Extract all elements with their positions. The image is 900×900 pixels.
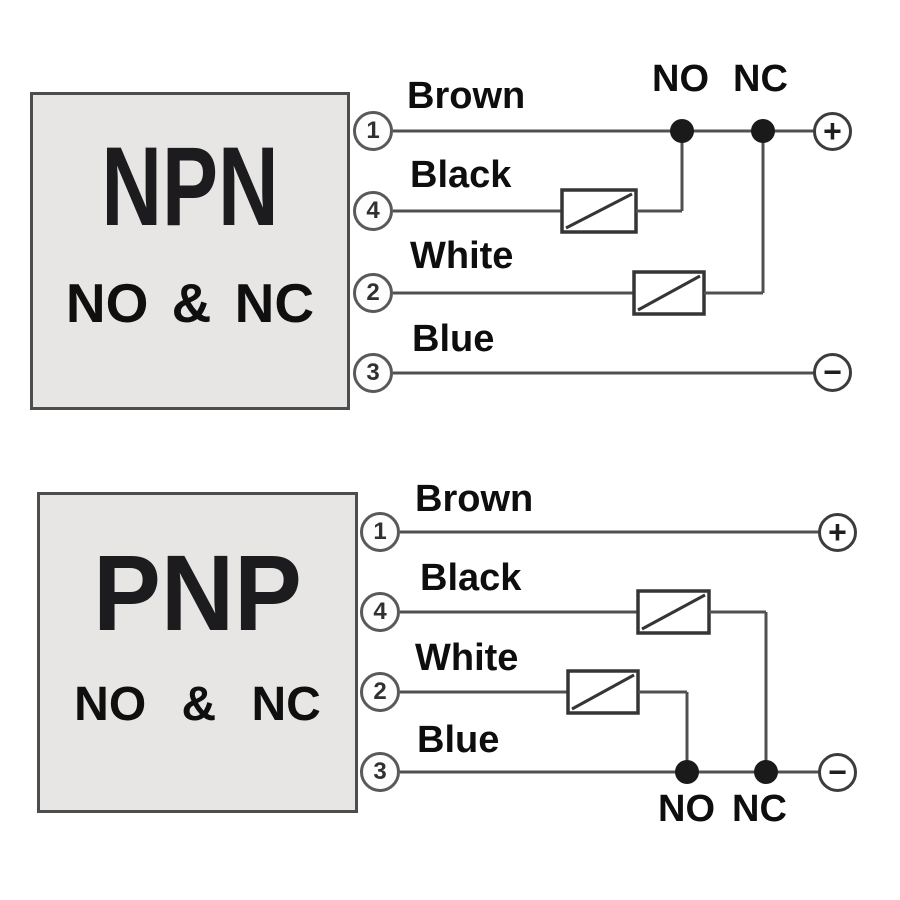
npn-wiring [393, 119, 814, 375]
pnp-sensor-box: PNP NO & NC [37, 492, 358, 813]
npn-black-load-diagonal [565, 192, 633, 230]
pnp-white-load-diagonal [571, 673, 635, 711]
pnp-nc-label: NC [732, 788, 787, 830]
pnp-pin-3: 3 [360, 752, 400, 792]
npn-no-label: NO [652, 58, 709, 100]
pnp-subtitle: NO & NC [74, 678, 321, 731]
npn-wire-label-brown: Brown [407, 75, 526, 117]
npn-sensor-box: NPN NO & NC [30, 92, 350, 410]
pnp-negative-terminal-icon: − [818, 753, 857, 792]
pnp-black-load-diagonal [641, 593, 706, 631]
npn-positive-terminal-icon: + [813, 112, 852, 151]
npn-pin-1: 1 [353, 111, 393, 151]
npn-pin-4: 4 [353, 191, 393, 231]
pnp-wire-label-white: White [415, 637, 519, 679]
pnp-pin-2: 2 [360, 672, 400, 712]
pnp-positive-terminal-icon: + [818, 513, 857, 552]
npn-nc-junction-dot [751, 119, 775, 143]
npn-no-junction-dot [670, 119, 694, 143]
pnp-pin-1: 1 [360, 512, 400, 552]
pnp-nc-junction-dot [754, 760, 778, 784]
pnp-wire-label-brown: Brown [415, 478, 534, 520]
npn-wire-label-black: Black [410, 154, 512, 196]
pnp-title: PNP [93, 532, 302, 653]
npn-pin-2: 2 [353, 273, 393, 313]
npn-white-load-diagonal [637, 274, 701, 312]
npn-wire-label-white: White [410, 235, 514, 277]
npn-nc-label: NC [733, 58, 788, 100]
pnp-wiring [400, 530, 819, 784]
npn-negative-terminal-icon: − [813, 353, 852, 392]
npn-subtitle: NO & NC [65, 272, 315, 334]
pnp-no-junction-dot [675, 760, 699, 784]
pnp-wire-label-blue: Blue [417, 719, 500, 761]
npn-pin-3: 3 [353, 353, 393, 393]
pnp-no-label: NO [658, 788, 715, 830]
pnp-pin-4: 4 [360, 592, 400, 632]
pnp-wire-label-black: Black [420, 557, 522, 599]
npn-title: NPN [101, 124, 279, 249]
npn-wire-label-blue: Blue [412, 318, 495, 360]
